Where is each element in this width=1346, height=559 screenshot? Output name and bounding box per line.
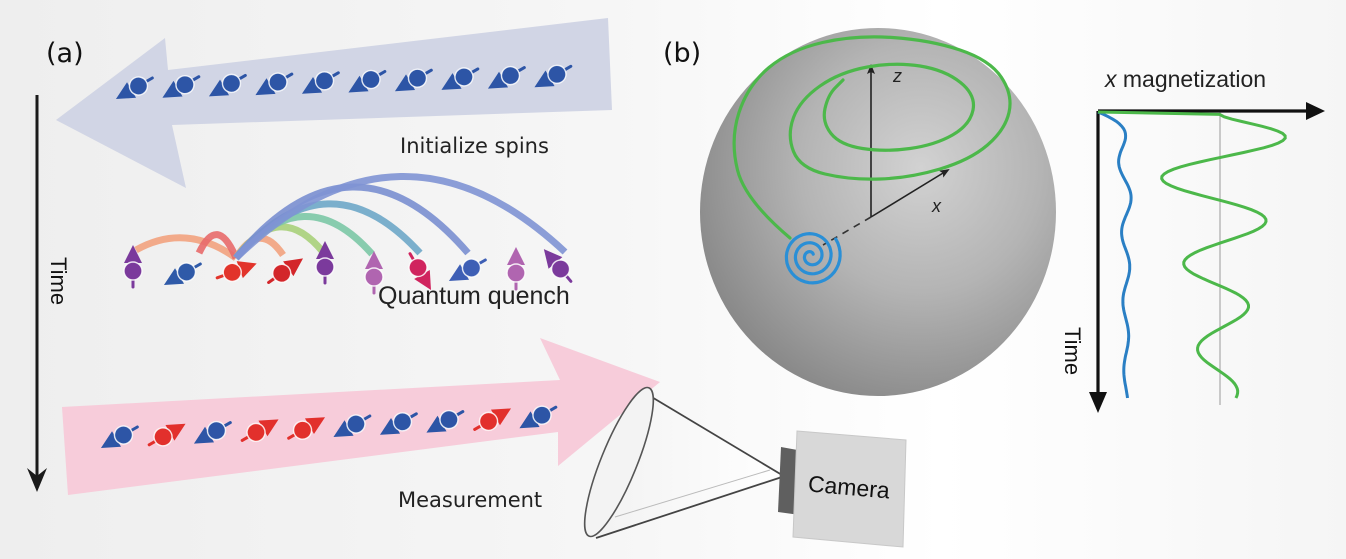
green-magnetization-curve [1097,110,1287,399]
interaction-arc [233,183,471,261]
spin-up-right [267,258,304,284]
spin-blue [519,405,558,429]
spin-up-left [543,249,573,283]
x-axis [870,168,950,218]
spin-blue [333,414,372,437]
spin-up [506,247,526,291]
quench-caption: Quantum quench [378,282,570,310]
x-symbol: x [1105,66,1117,92]
x-magnetization-text: magnetization [1122,66,1267,92]
spin-blue [255,72,294,96]
spin-down-left [448,258,487,281]
spin-blue [487,65,526,89]
spin-red [240,419,279,443]
spin-blue [426,409,465,433]
measurement-spin-row [100,405,558,448]
spin-red [473,408,512,432]
time-axis-label: Time [46,257,71,306]
interaction-arc [195,231,240,260]
x-axis-label: x [931,196,942,216]
spin-red [147,423,186,447]
blue-trajectory [784,231,842,285]
spin-blue [208,73,247,97]
interaction-arc [233,173,568,261]
spin-red [287,417,326,440]
bloch-sphere: z x [700,28,1056,396]
z-axis-label: z [892,66,902,86]
lens-cone [583,386,783,539]
spin-up [315,241,335,285]
lens-ellipse [583,386,655,538]
spin-blue [301,71,340,94]
initialize-arrow [56,18,612,188]
measurement-caption: Measurement [398,488,543,512]
dashed-axis [822,216,872,246]
spin-blue [193,420,232,444]
time-axis-arrowhead [27,468,47,492]
spin-down-left [163,262,202,285]
initialize-spin-row [115,64,573,99]
spin-down-right [408,252,431,291]
spin-blue [534,64,573,88]
spin-blue [115,76,154,99]
spin-blue [379,412,418,435]
plot-time-arrowhead [1089,392,1107,413]
spin-blue [100,425,139,448]
initialize-caption: Initialize spins [400,134,549,158]
camera [778,430,907,548]
interaction-arc [134,234,239,261]
spin-right [215,261,257,283]
x-axis-arrowhead [1306,102,1325,120]
spin-blue [162,74,201,98]
plot-time-label: Time [1060,327,1085,376]
green-trajectory [732,35,1012,240]
spin-up [123,245,143,289]
panel-a-label: (a) [46,38,84,69]
spin-up [364,251,384,295]
x-magnetization-label: x magnetization [1105,66,1266,93]
spin-blue [348,69,387,93]
interaction-arcs [134,173,568,261]
magnetization-plot [1089,102,1325,413]
panel-b-label: (b) [663,38,702,69]
spin-blue [441,67,480,90]
spin-blue [394,68,433,92]
quench-spin-row [123,241,573,295]
camera-body [792,430,907,548]
blue-magnetization-curve [1097,110,1133,399]
